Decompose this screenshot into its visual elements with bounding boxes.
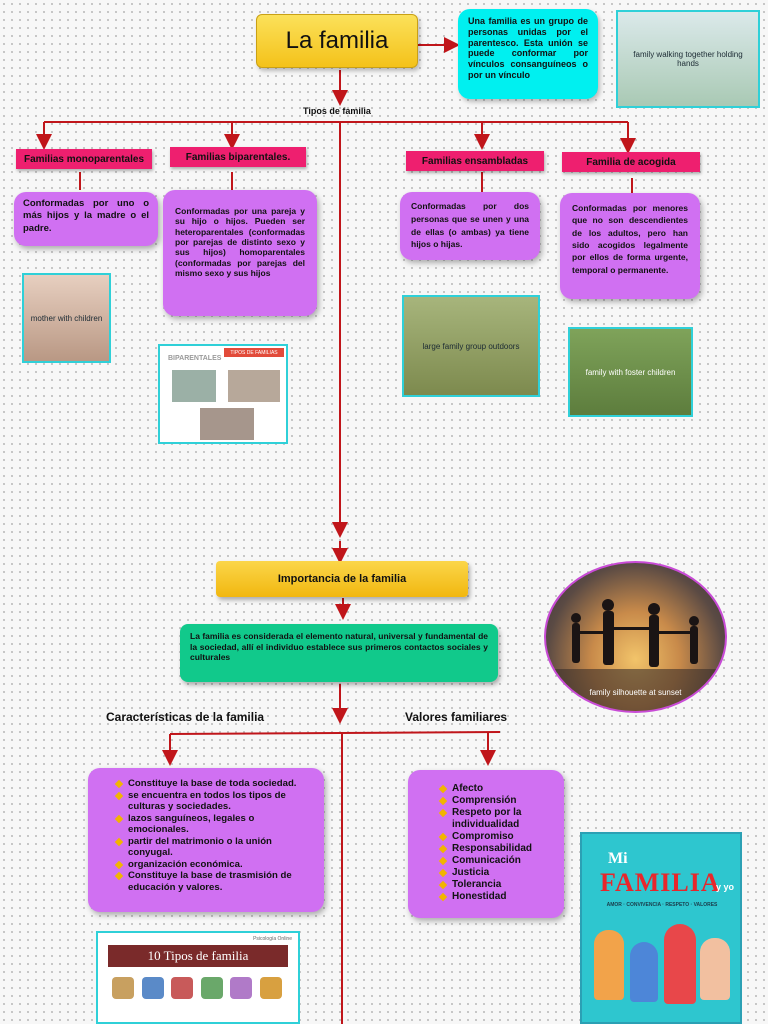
values-list: Afecto Comprensión Respeto por la indivi…	[438, 783, 550, 903]
biparentales-image-title: BIPARENTALES	[168, 355, 222, 362]
characteristic-item: partir del matrimonio o la unión conyuga…	[114, 836, 310, 859]
biparentales-photo-2	[228, 370, 280, 402]
value-item: Respeto por la individualidad	[438, 807, 550, 831]
acogida-image: family with foster children	[568, 327, 693, 417]
value-item: Comunicación	[438, 855, 550, 867]
type-label-acogida: Familia de acogida	[562, 152, 700, 172]
type-desc-acogida: Conformadas por menores que no son desce…	[560, 193, 700, 299]
type-label-biparentales: Familias biparentales.	[170, 147, 306, 167]
value-item: Honestidad	[438, 891, 550, 903]
monoparentales-image: mother with children	[22, 273, 111, 363]
family-silhouette	[546, 599, 725, 711]
importance-title: Importancia de la familia	[277, 573, 407, 585]
type-desc-monoparentales: Conformadas por uno o más hijos y la mad…	[14, 192, 158, 246]
ensambladas-image: large family group outdoors	[402, 295, 540, 397]
types-label: Tipos de familia	[303, 106, 371, 116]
book-mi: Mi	[608, 850, 628, 867]
value-item: Tolerancia	[438, 879, 550, 891]
characteristics-heading: Características de la familia	[106, 710, 265, 724]
tipos-brand: Psicología Online	[253, 936, 292, 942]
definition-box: Una familia es un grupo de personas unid…	[458, 9, 598, 99]
values-box: Afecto Comprensión Respeto por la indivi…	[408, 770, 564, 918]
value-item: Responsabilidad	[438, 843, 550, 855]
book-cover-image: Mi FAMILIA y yo AMOR · CONVIVENCIA · RES…	[580, 832, 742, 1024]
sunset-caption: family silhouette at sunset	[589, 688, 682, 697]
value-item: Compromiso	[438, 831, 550, 843]
importance-text-box: La familia es considerada el elemento na…	[180, 624, 498, 682]
characteristic-item: se encuentra en todos los tipos de cultu…	[114, 790, 310, 813]
tipos-icons	[112, 977, 282, 1003]
title-box: La familia	[256, 14, 418, 68]
biparentales-photo-1	[172, 370, 216, 402]
characteristic-item: lazos sanguíneos, legales o emocionales.	[114, 813, 310, 836]
hero-family-image: family walking together holding hands	[616, 10, 760, 108]
tipos-infographic-image: Psicología Online 10 Tipos de familia	[96, 931, 300, 1024]
type-desc-biparentales: Conformadas por una pareja y su hijo o h…	[163, 190, 317, 316]
type-label-monoparentales: Familias monoparentales	[16, 149, 152, 169]
value-item: Afecto	[438, 783, 550, 795]
value-item: Comprensión	[438, 795, 550, 807]
characteristics-list: Constituye la base de toda sociedad. se …	[114, 778, 310, 893]
biparentales-image: BIPARENTALES TIPOS DE FAMILIAS	[158, 344, 288, 444]
type-desc-ensambladas: Conformadas por dos personas que se unen…	[400, 192, 540, 260]
biparentales-image-tag: TIPOS DE FAMILIAS	[224, 348, 284, 357]
sunset-family-image: family silhouette at sunset	[544, 561, 727, 713]
type-label-ensambladas: Familias ensambladas	[406, 151, 544, 171]
book-familia: FAMILIA	[600, 868, 721, 897]
characteristic-item: Constituye la base de toda sociedad.	[114, 778, 310, 790]
book-subtitle: AMOR · CONVIVENCIA · RESPETO · VALORES	[606, 902, 718, 908]
values-heading: Valores familiares	[405, 710, 508, 724]
importance-title-box: Importancia de la familia	[216, 561, 468, 597]
characteristics-box: Constituye la base de toda sociedad. se …	[88, 768, 324, 912]
tipos-title: 10 Tipos de familia	[108, 945, 288, 967]
title-text: La familia	[285, 27, 389, 54]
importance-text: La familia es considerada el elemento na…	[190, 631, 488, 663]
book-y: y yo	[716, 882, 735, 892]
characteristic-item: Constituye la base de trasmisión de educ…	[114, 870, 310, 893]
value-item: Justicia	[438, 867, 550, 879]
characteristic-item: organización económica.	[114, 859, 310, 871]
definition-text: Una familia es un grupo de personas unid…	[468, 16, 588, 80]
biparentales-photo-3	[200, 408, 254, 440]
